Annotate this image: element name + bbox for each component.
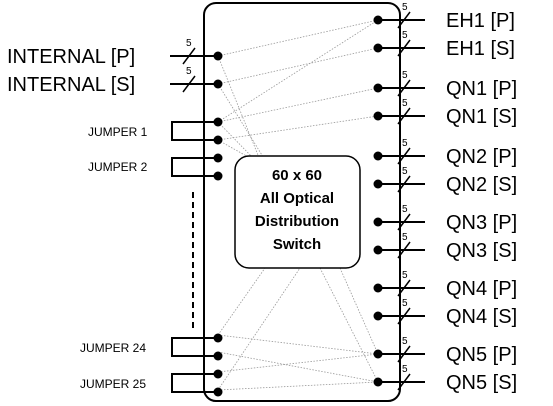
- switch-core-line-4: Switch: [273, 236, 321, 253]
- bus-width-label: 5: [186, 66, 192, 77]
- switch-core-box: [234, 155, 361, 269]
- bus-width-label: 5: [402, 298, 408, 309]
- port-label: JUMPER 2: [88, 160, 148, 174]
- bus-width-label: 5: [402, 270, 408, 281]
- port-label: QN2 [S]: [446, 174, 517, 196]
- port-jumper-24: JUMPER 24: [80, 333, 223, 361]
- bus-width-label: 5: [402, 204, 408, 215]
- port-dot: [373, 283, 383, 293]
- bus-width-label: 5: [402, 30, 408, 41]
- switch-core-line-1: 60 x 60: [272, 167, 322, 184]
- port-dot: [213, 51, 223, 61]
- cross-connect-lines: [217, 19, 379, 391]
- port-internal-p: 5 INTERNAL [P]: [7, 38, 223, 68]
- switch-chassis: [203, 2, 401, 402]
- port-label: QN5 [S]: [446, 372, 517, 394]
- port-dot: [373, 43, 383, 53]
- switch-core-line-3: Distribution: [255, 213, 339, 230]
- port-label: EH1 [P]: [446, 10, 515, 32]
- port-label: QN5 [P]: [446, 344, 517, 366]
- port-label: QN4 [S]: [446, 306, 517, 328]
- bus-width-label: 5: [402, 138, 408, 149]
- bus-width-label: 5: [186, 38, 192, 49]
- port-dot: [373, 377, 383, 387]
- bus-width-label: 5: [402, 70, 408, 81]
- bus-width-label: 5: [402, 2, 408, 13]
- port-label: JUMPER 1: [88, 125, 148, 139]
- bus-width-label: 5: [402, 336, 408, 347]
- port-jumper-1: JUMPER 1: [88, 117, 223, 145]
- port-dot: [373, 15, 383, 25]
- port-label: QN3 [P]: [446, 212, 517, 234]
- port-dot: [373, 349, 383, 359]
- port-label: QN1 [P]: [446, 78, 517, 100]
- port-dot: [373, 111, 383, 121]
- bus-width-label: 5: [402, 364, 408, 375]
- port-internal-s: 5 INTERNAL [S]: [7, 66, 223, 96]
- port-dot: [373, 179, 383, 189]
- port-label: EH1 [S]: [446, 38, 515, 60]
- port-jumper-25: JUMPER 25: [80, 369, 223, 397]
- port-label: INTERNAL [S]: [7, 74, 135, 96]
- port-dot: [213, 79, 223, 89]
- port-dot: [373, 217, 383, 227]
- port-label: JUMPER 24: [80, 341, 146, 355]
- switch-core-line-2: All Optical: [260, 190, 334, 207]
- port-label: QN4 [P]: [446, 278, 517, 300]
- port-dot: [373, 83, 383, 93]
- bus-width-label: 5: [402, 166, 408, 177]
- port-label: QN2 [P]: [446, 146, 517, 168]
- port-jumper-2: JUMPER 2: [88, 153, 223, 181]
- port-label: QN3 [S]: [446, 240, 517, 262]
- port-label: INTERNAL [P]: [7, 46, 135, 68]
- port-label: QN1 [S]: [446, 106, 517, 128]
- port-dot: [373, 311, 383, 321]
- port-label: JUMPER 25: [80, 377, 146, 391]
- port-dot: [373, 151, 383, 161]
- port-dot: [373, 245, 383, 255]
- bus-width-label: 5: [402, 232, 408, 243]
- bus-width-label: 5: [402, 98, 408, 109]
